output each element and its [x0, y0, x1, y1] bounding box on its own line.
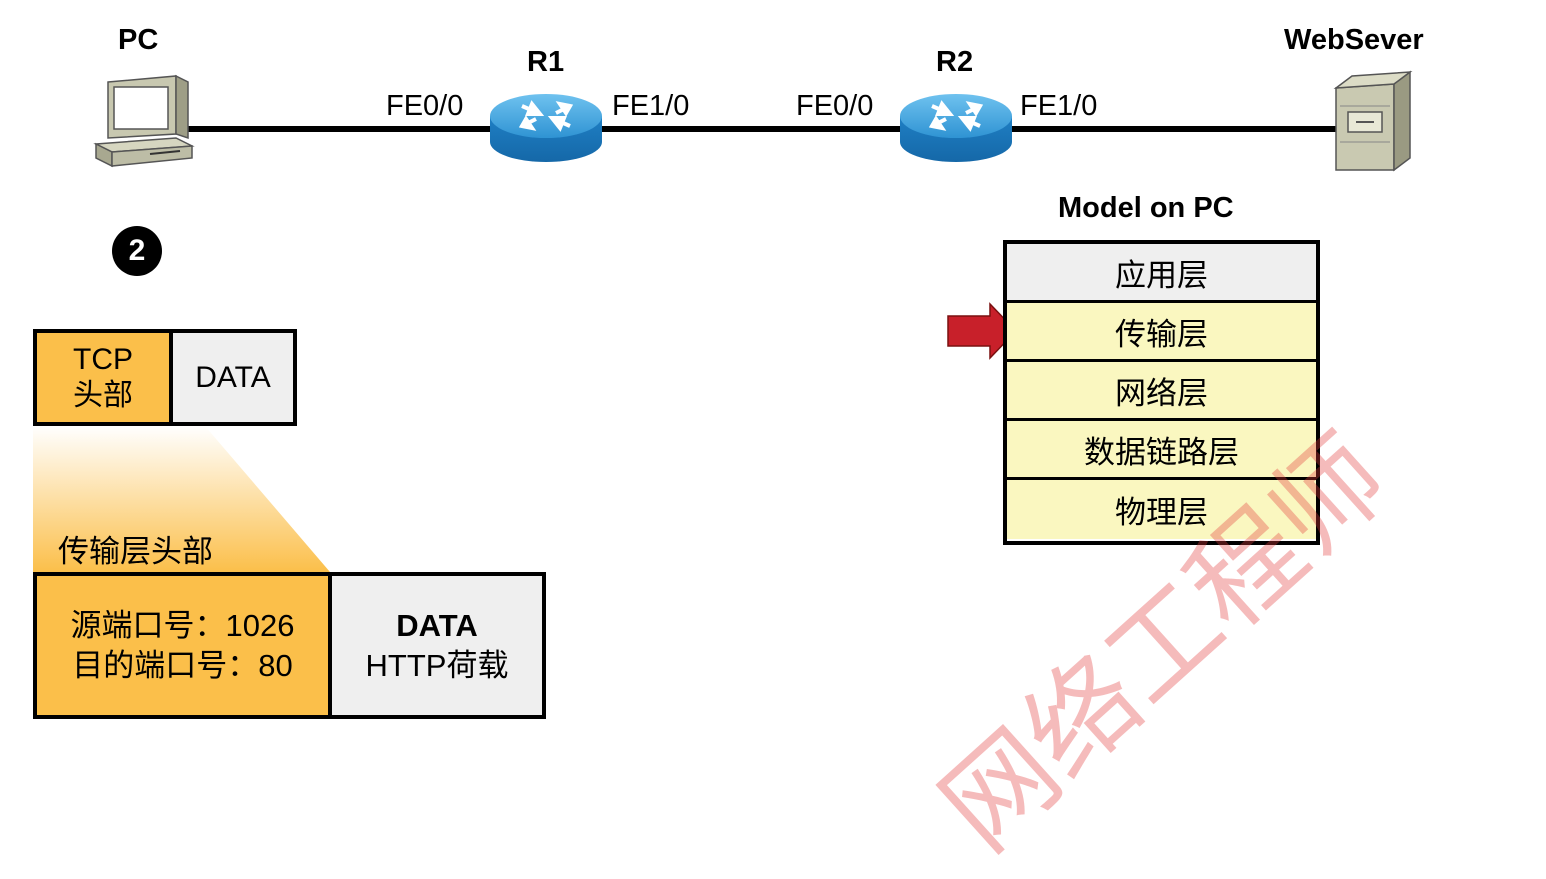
step-number-badge: 2 [112, 226, 162, 276]
server-icon [1333, 70, 1413, 172]
layer-model-stack: 应用层 传输层 网络层 数据链路层 物理层 [1003, 240, 1320, 545]
port-info-cell: 源端口号：1026 目的端口号：80 [37, 576, 332, 715]
transport-header-detail-box: 源端口号：1026 目的端口号：80 DATA HTTP荷载 [33, 572, 546, 719]
source-port-text: 源端口号：1026 [70, 607, 295, 643]
r2-label: R2 [936, 46, 974, 78]
transport-header-title: 传输层头部 [58, 534, 213, 569]
layer-physical: 物理层 [1007, 480, 1316, 539]
segment-data-cell: DATA [173, 333, 293, 422]
payload-cell: DATA HTTP荷载 [332, 576, 542, 715]
r1-right-interface: FE1/0 [612, 90, 690, 122]
pc-label: PC [118, 24, 159, 56]
network-topology [33, 70, 1413, 572]
tcp-header-cell: TCP 头部 [37, 333, 173, 422]
payload-subtitle: HTTP荷载 [365, 647, 509, 683]
expand-fade-shape [33, 426, 330, 572]
destination-port-text: 目的端口号：80 [72, 647, 293, 683]
layer-data-link: 数据链路层 [1007, 421, 1316, 480]
tcp-segment-box: TCP 头部 DATA [33, 329, 297, 426]
r2-right-interface: FE1/0 [1020, 90, 1098, 122]
server-label: WebSever [1284, 24, 1424, 56]
r1-left-interface: FE0/0 [386, 90, 464, 122]
payload-title: DATA [396, 607, 478, 643]
pc-icon [93, 74, 195, 168]
layer-network: 网络层 [1007, 362, 1316, 421]
router-r1-icon [490, 94, 602, 162]
r1-label: R1 [527, 46, 565, 78]
layer-application: 应用层 [1007, 244, 1316, 303]
layer-transport: 传输层 [1007, 303, 1316, 362]
tcp-header-line2: 头部 [73, 378, 133, 412]
tcp-header-line1: TCP [73, 342, 133, 376]
r2-left-interface: FE0/0 [796, 90, 874, 122]
model-title: Model on PC [1058, 192, 1234, 224]
router-r2-icon [900, 94, 1012, 162]
